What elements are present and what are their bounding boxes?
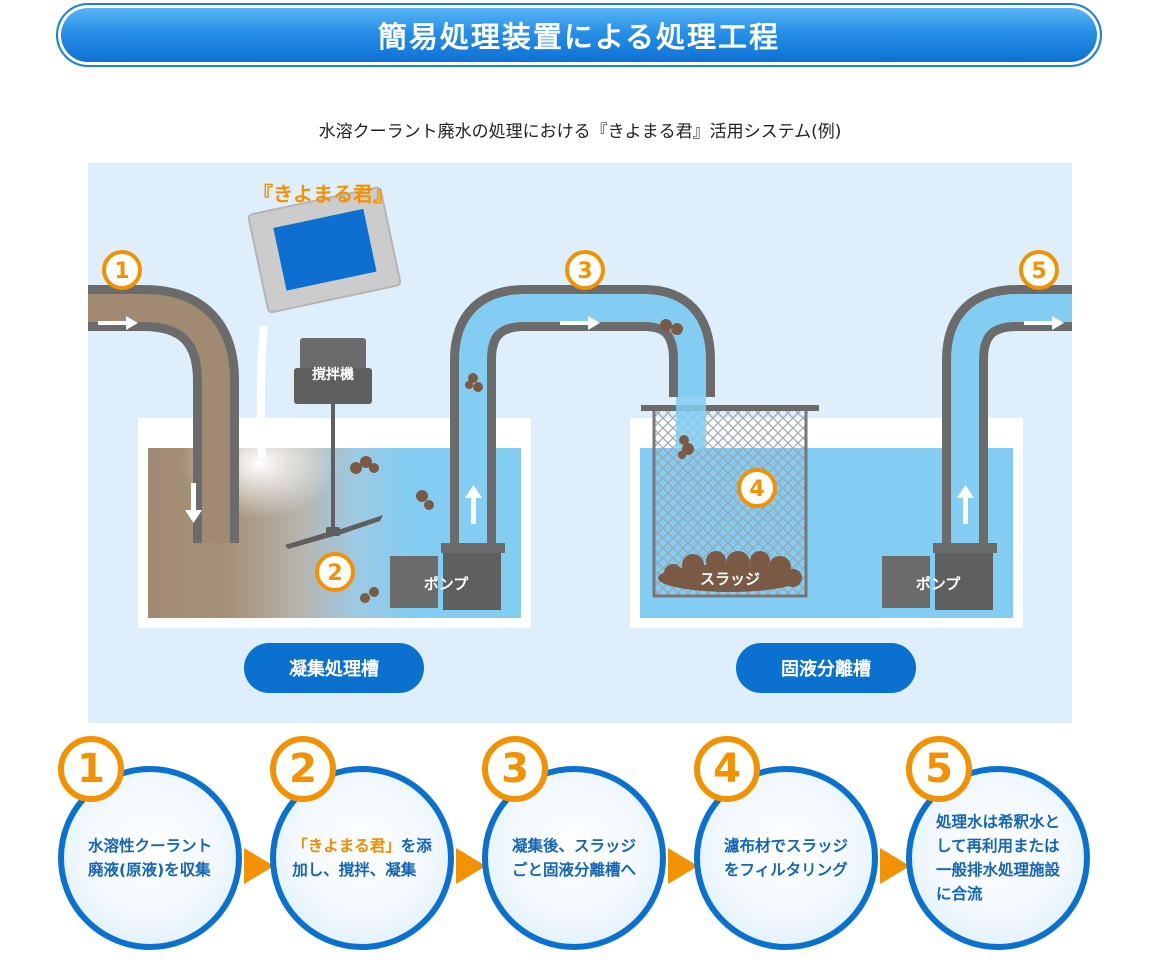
- pump-left-side: [390, 556, 438, 608]
- pump-left-label: ポンプ: [424, 575, 470, 593]
- step-4-number: 4: [694, 736, 760, 802]
- step-2-line-1: を添: [400, 837, 432, 855]
- step-4-text: 濾布材でスラッジ をフィルタリング: [714, 772, 858, 944]
- transfer-pipe-inner: [459, 294, 706, 543]
- product-label: 『きよまる君』: [253, 182, 393, 206]
- page-title: 簡易処理装置による処理工程: [377, 20, 781, 54]
- step-4-line-2: をフィルタリング: [723, 861, 848, 879]
- step-1-line-2: 廃液(原液)を収集: [87, 861, 211, 879]
- step-5-line-3: 一般排水処理施設: [935, 861, 1060, 879]
- step-1-text: 水溶性クーラント 廃液(原液)を収集: [78, 772, 222, 944]
- pump-right-label: ポンプ: [916, 575, 962, 593]
- step-arrow-2: [456, 848, 486, 884]
- pump-right-side: [882, 556, 930, 608]
- up-arrow-head-right: [957, 485, 974, 498]
- mixer-motor-body: [294, 368, 372, 404]
- up-arrow-shaft-left: [471, 496, 476, 524]
- step-3-line-2: ごと固液分離槽へ: [511, 861, 636, 879]
- pump-right-body: [935, 548, 993, 610]
- down-arrow-head: [185, 510, 202, 523]
- outlet-flow-arrow: [1024, 316, 1064, 330]
- mixer-motor-top: [300, 338, 366, 370]
- mixer-shaft: [331, 404, 335, 532]
- additive-stream: [256, 325, 268, 459]
- step-arrow-1: [244, 848, 274, 884]
- step-arrow-4: [880, 848, 910, 884]
- step-5-number: 5: [906, 736, 972, 802]
- marker-5: 5: [1019, 250, 1059, 290]
- tank-left-pill: [244, 643, 424, 693]
- transfer-flow-arrow: [560, 316, 600, 330]
- step-1-line-1: 水溶性クーラント: [87, 837, 212, 855]
- step-5-line-2: して再利用または: [935, 837, 1060, 855]
- inlet-flow-arrow: [98, 316, 138, 330]
- filter-basket-rim: [641, 405, 819, 411]
- down-arrow-shaft: [191, 483, 196, 513]
- step-5-line-1: 処理水は希釈水と: [935, 813, 1060, 831]
- outlet-pipe-inner: [951, 294, 1072, 543]
- process-steps: 水溶性クーラント 廃液(原液)を収集 1 「きよまる君」を添 加し、撹拌、凝集 …: [0, 730, 1160, 964]
- sludge-pile: [658, 551, 802, 592]
- marker-4: 4: [737, 468, 777, 508]
- up-arrow-shaft-right: [963, 496, 968, 524]
- step-4-line-1: 濾布材でスラッジ: [723, 837, 848, 855]
- mixer-label: 撹拌機: [312, 366, 354, 383]
- step-2-text: 「きよまる君」を添 加し、撹拌、凝集: [290, 772, 434, 944]
- marker-1: 1: [102, 250, 142, 290]
- tank-right-label: 固液分離槽: [781, 658, 871, 680]
- marker-4-text: 4: [749, 477, 764, 502]
- step-2-line-2: 加し、撹拌、凝集: [292, 861, 417, 879]
- marker-2: 2: [315, 552, 355, 592]
- marker-3-text: 3: [577, 259, 592, 284]
- tank-right-pill: [736, 643, 916, 693]
- pump-left-body: [443, 548, 501, 610]
- step-2-highlight: 「きよまる君」: [292, 837, 401, 855]
- tank-left-label: 凝集処理槽: [289, 658, 379, 680]
- marker-5-text: 5: [1031, 259, 1046, 284]
- floc-particles-pipe: [465, 319, 683, 392]
- marker-3: 3: [565, 250, 605, 290]
- step-arrow-3: [668, 848, 698, 884]
- step-1-number: 1: [58, 736, 124, 802]
- sludge-label: スラッジ: [700, 570, 760, 588]
- floc-particles-basket-top: [678, 435, 694, 459]
- step-3-line-1: 凝集後、スラッジ: [511, 837, 636, 855]
- process-diagram: 『きよまる君』 撹拌機 ポンプ スラッジ: [88, 163, 1072, 723]
- mixer-hub: [326, 527, 340, 536]
- step-5-text: 処理水は希釈水と して再利用または 一般排水処理施設 に合流: [926, 772, 1070, 944]
- inlet-pipe-inner: [88, 294, 230, 543]
- step-5-line-4: に合流: [935, 885, 983, 903]
- kiyomaru-container: [247, 186, 402, 314]
- mixer-blade-right: [335, 515, 383, 536]
- step-1-circle: 水溶性クーラント 廃液(原液)を収集: [58, 766, 242, 950]
- step-3-text: 凝集後、スラッジ ごと固液分離槽へ: [502, 772, 646, 944]
- marker-2-text: 2: [327, 561, 342, 586]
- floc-particles-left: [350, 456, 434, 603]
- step-3-number: 3: [482, 736, 548, 802]
- title-banner: 簡易処理装置による処理工程: [56, 3, 1102, 67]
- marker-1-text: 1: [114, 259, 129, 284]
- diagram-subtitle: 水溶クーラント廃水の処理における『きよまる君』活用システム(例): [318, 122, 842, 142]
- up-arrow-head-left: [465, 485, 482, 498]
- step-2-number: 2: [270, 736, 336, 802]
- mixer-blade-left-2: [285, 531, 334, 549]
